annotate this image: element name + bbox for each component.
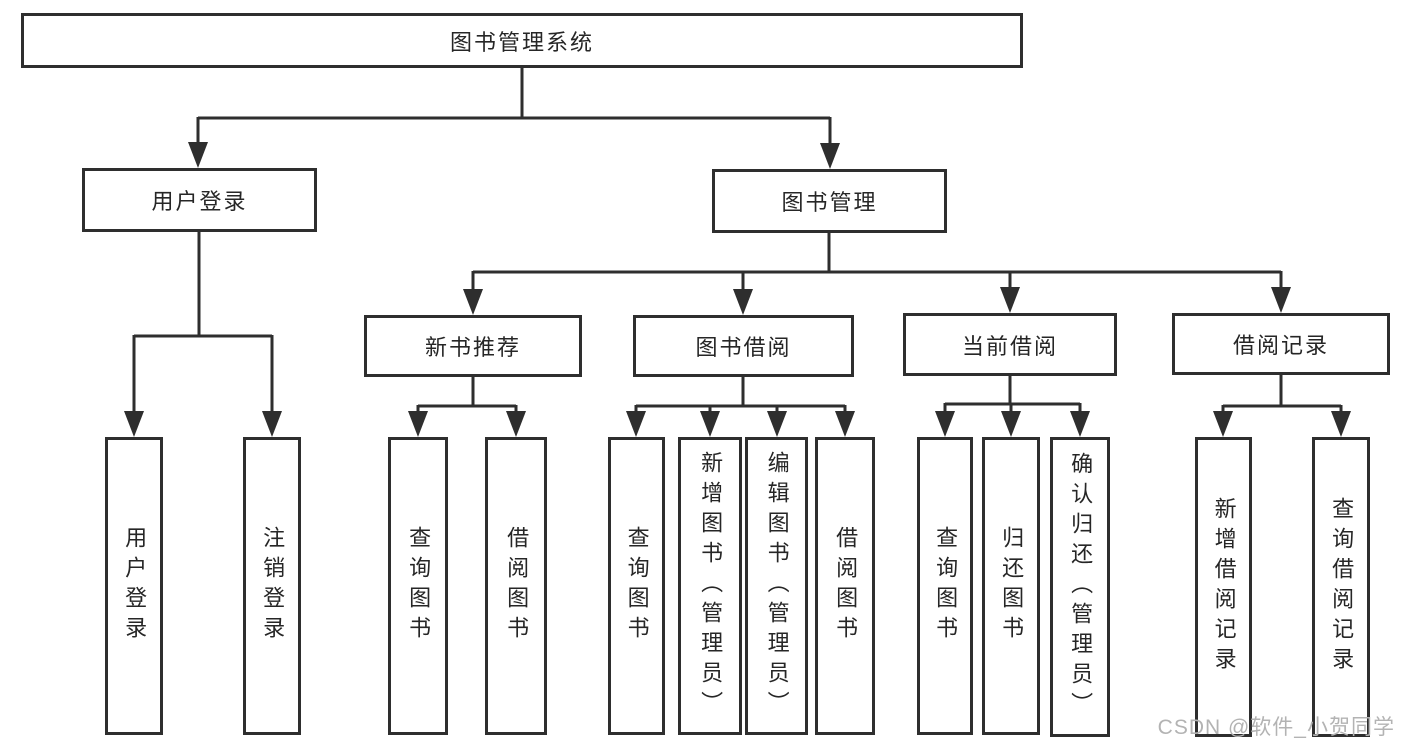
leaf-borrow-query-books-label: 查询图书 [624,526,650,646]
leaf-query-borrow-record: 查询借阅记录 [1312,437,1370,737]
node-new-book-recommend: 新书推荐 [364,315,582,377]
node-borrow-records: 借阅记录 [1172,313,1390,375]
leaf-return-books: 归还图书 [982,437,1040,735]
node-new-book-recommend-label: 新书推荐 [424,335,521,360]
leaf-user-login: 用户登录 [105,437,163,735]
node-borrow-records-label: 借阅记录 [1232,333,1329,358]
node-root-label: 图书管理系统 [449,29,594,55]
csdn-watermark: CSDN @软件_小贺同学 [1157,716,1395,739]
leaf-newbook-query-books: 查询图书 [388,437,448,735]
leaf-current-query-books: 查询图书 [917,437,973,735]
leaf-confirm-return-admin: 确认归还（管理员） [1050,437,1110,737]
node-user-login-label: 用户登录 [151,189,248,214]
leaf-logout-label: 注销登录 [260,526,286,646]
node-book-management: 图书管理 [712,169,947,233]
leaf-logout: 注销登录 [243,437,301,735]
leaf-borrow-books-label: 借阅图书 [833,526,859,646]
leaf-add-borrow-record: 新增借阅记录 [1195,437,1252,737]
node-book-borrow-label: 图书借阅 [695,335,792,360]
leaf-newbook-borrow-books-label: 借阅图书 [504,526,530,646]
leaf-borrow-books: 借阅图书 [815,437,875,735]
leaf-newbook-borrow-books: 借阅图书 [485,437,547,735]
leaf-edit-books-admin: 编辑图书（管理员） [745,437,808,735]
leaf-add-books-admin: 新增图书（管理员） [678,437,742,735]
leaf-confirm-return-admin-label: 确认归还（管理员） [1068,452,1094,722]
node-book-borrow: 图书借阅 [633,315,854,377]
node-current-borrow: 当前借阅 [903,313,1117,376]
leaf-current-query-books-label: 查询图书 [933,526,959,646]
leaf-user-login-label: 用户登录 [122,526,148,646]
leaf-borrow-query-books: 查询图书 [608,437,665,735]
leaf-query-borrow-record-label: 查询借阅记录 [1329,497,1355,677]
node-user-login: 用户登录 [82,168,317,232]
node-root: 图书管理系统 [21,13,1023,68]
leaf-newbook-query-books-label: 查询图书 [406,526,432,646]
leaf-add-borrow-record-label: 新增借阅记录 [1211,497,1237,677]
node-book-management-label: 图书管理 [781,190,878,215]
leaf-add-books-admin-label: 新增图书（管理员） [698,451,724,721]
leaf-edit-books-admin-label: 编辑图书（管理员） [764,451,790,721]
node-current-borrow-label: 当前借阅 [961,333,1058,359]
leaf-return-books-label: 归还图书 [999,526,1025,646]
